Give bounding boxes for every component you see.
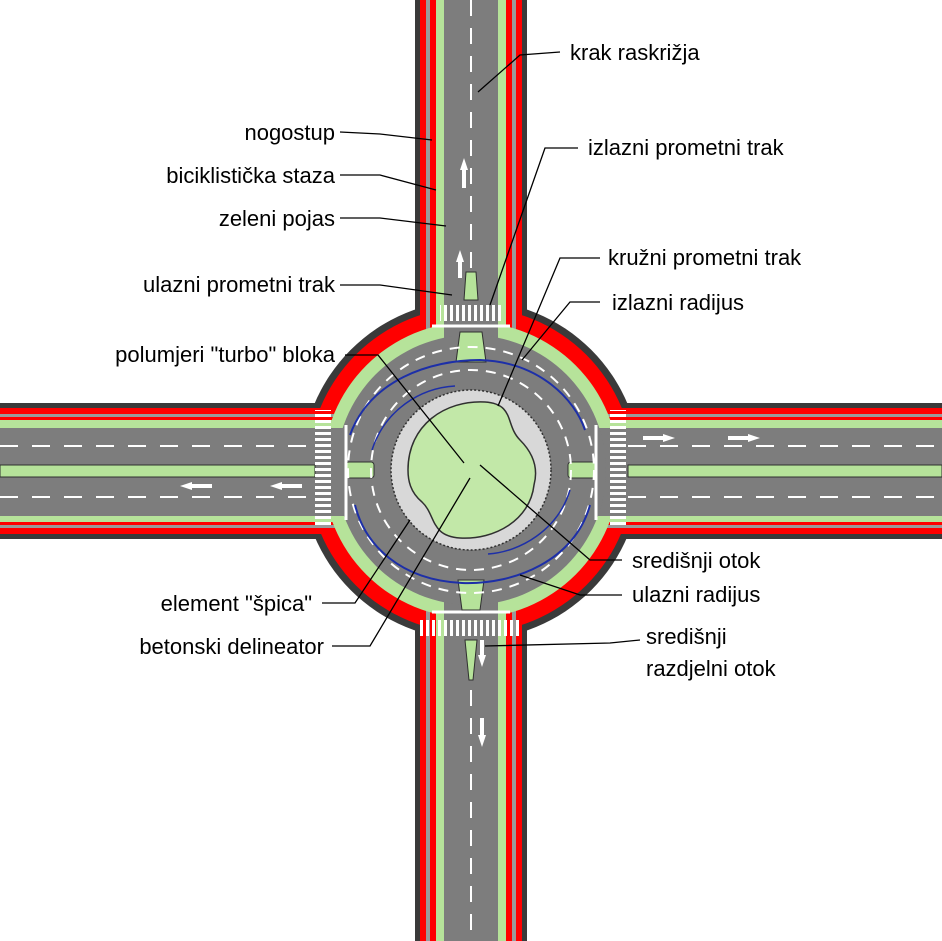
central-island xyxy=(390,389,552,551)
label-zeleni-pojas: zeleni pojas xyxy=(219,206,335,231)
label-polumjeri-turbo-bloka: polumjeri "turbo" bloka xyxy=(115,342,336,367)
label-krak-raskrizja: krak raskrižja xyxy=(570,40,700,65)
label-kruzni-prometni-trak: kružni prometni trak xyxy=(608,245,802,270)
splitter-islands xyxy=(455,271,487,681)
label-izlazni-prometni-trak: izlazni prometni trak xyxy=(588,135,785,160)
label-sredisnji-razdjelni-otok-1: središnji xyxy=(646,624,727,649)
label-nogostup: nogostup xyxy=(244,120,335,145)
direction-arrows xyxy=(180,158,760,747)
label-izlazni-radijus: izlazni radijus xyxy=(612,290,744,315)
label-sredisnji-razdjelni-otok-2: razdjelni otok xyxy=(646,656,777,681)
label-element-spica: element "špica" xyxy=(161,591,312,616)
label-sredisnji-otok: središnji otok xyxy=(632,548,761,573)
label-biciklisticka-staza: biciklistička staza xyxy=(166,163,335,188)
circulating-markings xyxy=(347,346,595,594)
label-ulazni-radijus: ulazni radijus xyxy=(632,582,760,607)
pedestrian-crossings xyxy=(315,305,626,636)
stop-bars xyxy=(344,324,598,614)
leader-lines xyxy=(322,51,641,647)
label-ulazni-prometni-trak: ulazni prometni trak xyxy=(143,272,336,297)
label-betonski-delineator: betonski delineator xyxy=(139,634,324,659)
labels: krak raskrižja nogostup biciklistička st… xyxy=(115,40,802,681)
median-strips xyxy=(0,461,942,479)
